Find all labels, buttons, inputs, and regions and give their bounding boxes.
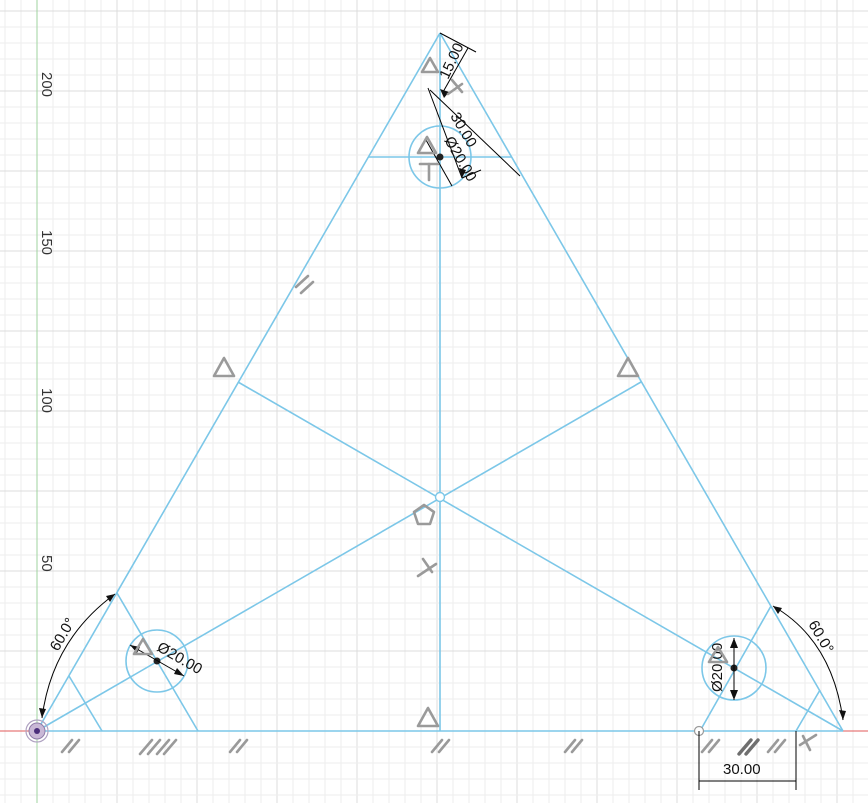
midpoint-icon[interactable] bbox=[416, 706, 440, 728]
parallel-icon[interactable] bbox=[766, 738, 787, 754]
constraint-glyphs bbox=[25, 56, 818, 756]
hole-center-top[interactable] bbox=[436, 153, 444, 161]
parallel-icon[interactable] bbox=[563, 738, 584, 754]
origin-point-center bbox=[34, 728, 40, 734]
fix-icon bbox=[25, 719, 49, 743]
ruler-label-200: 200 bbox=[38, 72, 55, 97]
ruler-label-100: 100 bbox=[38, 388, 55, 413]
centroid-point[interactable] bbox=[434, 491, 446, 503]
right-corner-inner-line[interactable] bbox=[795, 689, 821, 732]
parallel-icon[interactable] bbox=[700, 738, 721, 754]
left-corner-inner-line[interactable] bbox=[68, 675, 103, 732]
dimension-annotations bbox=[41, 32, 844, 790]
ruler-label-50: 50 bbox=[38, 555, 55, 572]
equal-icon[interactable] bbox=[737, 738, 760, 756]
parallel-icon[interactable] bbox=[138, 738, 178, 756]
perpendicular-icon[interactable] bbox=[446, 78, 464, 96]
perpendicular-icon[interactable] bbox=[416, 557, 438, 578]
parallel-icon[interactable] bbox=[60, 738, 81, 754]
median-right[interactable] bbox=[237, 381, 844, 732]
median-left[interactable] bbox=[36, 381, 642, 732]
parallel-icon[interactable] bbox=[228, 738, 249, 754]
midpoint-icon[interactable] bbox=[420, 56, 440, 74]
ruler-label-150: 150 bbox=[38, 230, 55, 255]
dim-offset-bottom[interactable]: 30.00 bbox=[723, 761, 761, 778]
hole-circle-left[interactable] bbox=[125, 629, 189, 693]
perpendicular-icon[interactable] bbox=[418, 162, 440, 182]
polygon-icon[interactable] bbox=[412, 503, 436, 526]
midpoint-icon[interactable] bbox=[707, 645, 729, 664]
hole-circle-top[interactable] bbox=[408, 125, 472, 189]
midpoint-icon[interactable] bbox=[132, 637, 154, 656]
midpoint-icon[interactable] bbox=[616, 356, 640, 378]
midpoint-icon[interactable] bbox=[416, 135, 438, 155]
dim-chamfer-top[interactable]: 15.00 bbox=[436, 40, 467, 81]
perpendicular-icon[interactable] bbox=[798, 733, 818, 752]
parallel-icon[interactable] bbox=[294, 274, 315, 295]
midpoint-icon[interactable] bbox=[212, 356, 236, 378]
triangle-sketch[interactable] bbox=[36, 32, 844, 732]
triangle-right-edge[interactable] bbox=[439, 32, 844, 732]
parallel-icon[interactable] bbox=[430, 738, 451, 754]
